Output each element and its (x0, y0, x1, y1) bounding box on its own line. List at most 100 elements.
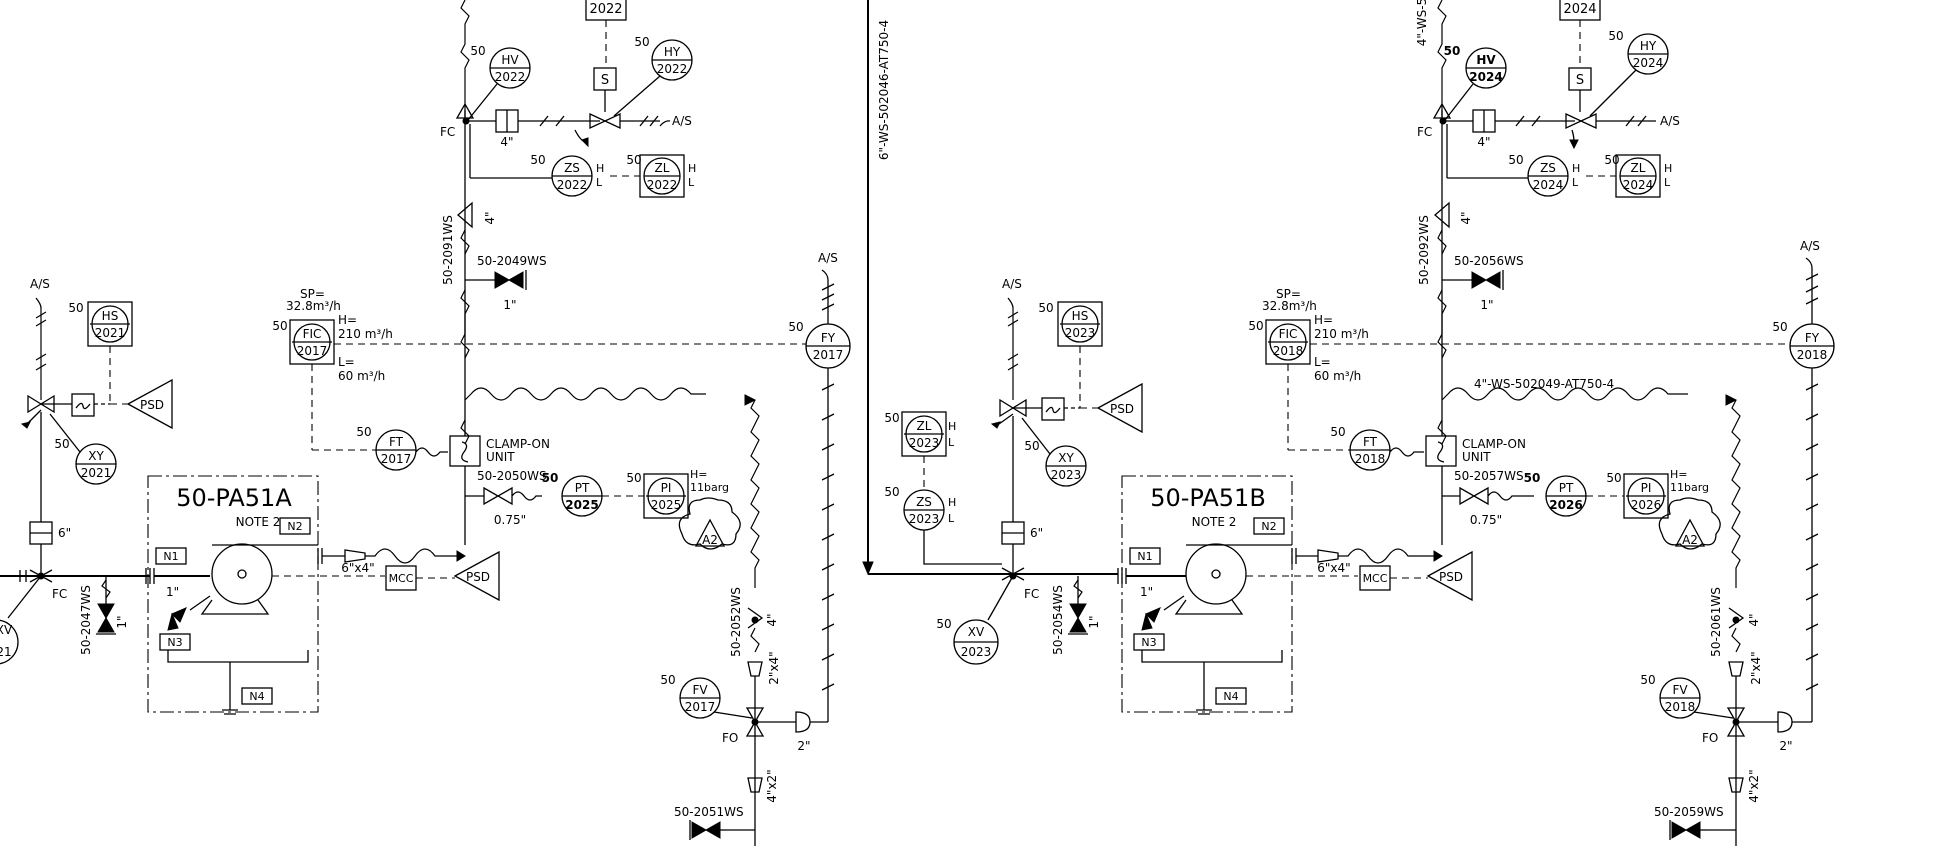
solenoid-label-b: S (1576, 73, 1584, 88)
drain-top-label-b: 50-2056WS (1454, 254, 1524, 268)
fic-tag: 2017 (297, 344, 328, 358)
hy-tag-b: 2024 (1633, 56, 1664, 70)
as-fy-label-b: A/S (1800, 239, 1820, 253)
top-instrument-tag-b: 2024 (1563, 2, 1596, 17)
pt-size-b: 0.75" (1470, 513, 1502, 527)
svg-text:N1: N1 (163, 550, 178, 563)
mcc-label-a: MCC (389, 572, 414, 585)
zl-left-num: 50 (884, 411, 899, 425)
fv-tag: 2017 (685, 700, 716, 714)
size-4x2-b: 4"x2" (1747, 769, 1761, 802)
fic-l-value-b: 60 m³/h (1314, 369, 1361, 383)
pump-b-casing (1185, 543, 1247, 605)
pump-a-casing (211, 543, 273, 605)
hv-code-b: HV (1476, 53, 1496, 67)
line-return-label-b: 50-2061WS (1709, 587, 1723, 657)
pi-h: H= (690, 468, 708, 481)
line-return-label: 50-2052WS (729, 587, 743, 657)
zs-top-num: 50 (530, 153, 545, 167)
size-6in: 6" (58, 526, 71, 540)
fo-label: FO (722, 731, 738, 745)
hs-tag-b: 2023 (1065, 326, 1096, 340)
svg-text:N4: N4 (249, 690, 264, 703)
zl-top-code: ZL (655, 161, 670, 175)
as-left-label-b: A/S (1002, 277, 1022, 291)
nozzle-n2 (279, 517, 311, 535)
fic-num: 50 (272, 319, 287, 333)
pt-tag-b: 2026 (1549, 498, 1582, 512)
fc-top-label-b: FC (1417, 125, 1432, 139)
line-pt-label: 50-2050WS (477, 469, 547, 483)
fic-code: FIC (303, 327, 322, 341)
pi-num-b: 50 (1606, 471, 1621, 485)
size-6in-b: 6" (1030, 526, 1043, 540)
fic-h-value-b: 210 m³/h (1314, 327, 1369, 341)
svg-text:N4: N4 (1223, 690, 1238, 703)
xy-code: XY (88, 449, 104, 463)
sp-value-b: 32.8m³/h (1262, 299, 1317, 313)
sp-label-b: SP= (1276, 287, 1301, 301)
xy-code-b: XY (1058, 451, 1074, 465)
svg-text:H: H (688, 162, 696, 175)
mcc-label-b: MCC (1363, 572, 1388, 585)
xv-code-b: XV (968, 625, 985, 639)
svg-text:L: L (688, 176, 695, 189)
hy-num: 50 (634, 35, 649, 49)
fv-num: 50 (660, 673, 675, 687)
size-4x2: 4"x2" (765, 769, 779, 802)
three-way-valve-b (1565, 112, 1597, 130)
xv-tag: 21 (0, 645, 12, 659)
psd-a-label: PSD (140, 398, 164, 412)
psd-b-triangle-b (1426, 550, 1473, 602)
fy-tag: 2017 (813, 348, 844, 362)
hs-num: 50 (68, 301, 83, 315)
nozzle-n1-b (1129, 547, 1161, 565)
svg-text:L: L (948, 512, 955, 525)
fv-num-b: 50 (1640, 673, 1655, 687)
pi-code-b: PI (1641, 481, 1652, 495)
fic-h-value: 210 m³/h (338, 327, 393, 341)
nozzle-n4 (241, 687, 273, 705)
vertical-line-top (460, 0, 470, 118)
a2-label-b: A2 (1682, 533, 1698, 547)
psd-b-label: PSD (466, 570, 490, 584)
fy-num: 50 (788, 320, 803, 334)
size-2x4: 2"x4" (767, 651, 781, 684)
fv-valve-b (1726, 707, 1746, 737)
as-top-label-b: A/S (1660, 114, 1680, 128)
xy-tag-b: 2023 (1051, 468, 1082, 482)
fic-code-b: FIC (1279, 327, 1298, 341)
zs-left-num: 50 (884, 485, 899, 499)
hs-num-b: 50 (1038, 301, 1053, 315)
zs-top-code: ZS (564, 161, 580, 175)
hy-num-b: 50 (1608, 29, 1623, 43)
zs-top-code-b: ZS (1540, 161, 1556, 175)
svg-text:L: L (1572, 176, 1579, 189)
size-4in-b-b: 4" (1459, 211, 1473, 224)
hs-tag: 2021 (95, 326, 126, 340)
fv-valve (745, 707, 765, 737)
pump-note-a: NOTE 2 (236, 515, 281, 529)
svg-text:H: H (1664, 162, 1672, 175)
svg-text:N3: N3 (167, 636, 182, 649)
hy-code-b: HY (1640, 39, 1657, 53)
line-top-edge-label: 4"-WS-5 (1415, 0, 1429, 46)
hv-num: 50 (470, 44, 485, 58)
pump-package-b (1121, 475, 1293, 713)
svg-text:L: L (596, 176, 603, 189)
zl-left-code: ZL (917, 419, 932, 433)
size-1in-pump-b: 1" (1140, 585, 1153, 599)
fc-bottom-label: FC (52, 587, 67, 601)
svg-text:N2: N2 (287, 520, 302, 533)
fic-h: H= (338, 313, 357, 327)
xv-tag-b: 2023 (961, 645, 992, 659)
zs-top-num-b: 50 (1508, 153, 1523, 167)
size-4in-ret: 4" (765, 613, 779, 626)
fv-code: FV (692, 683, 708, 697)
psd-a-label-b: PSD (1110, 402, 1134, 416)
pump-tag-a: 50-PA51A (176, 484, 292, 512)
zs-left-tag: 2023 (909, 512, 940, 526)
vertical-line-label: 6"-WS-502046-AT750-4 (877, 20, 891, 160)
pump-tag-b: 50-PA51B (1150, 484, 1266, 512)
